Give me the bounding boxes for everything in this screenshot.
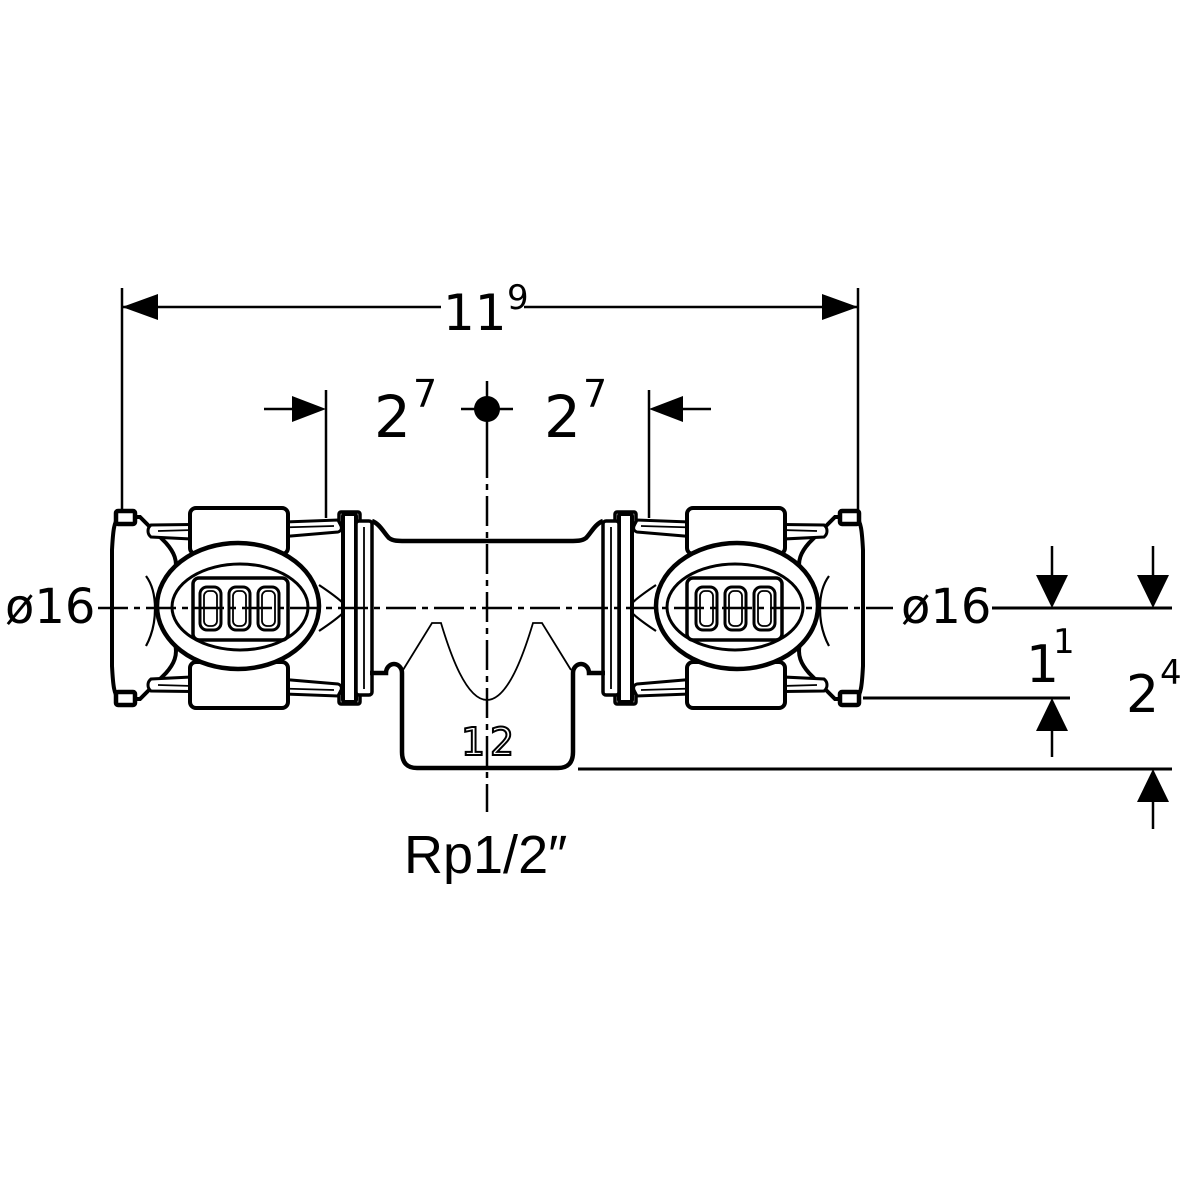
arrowhead-down-2 (1137, 575, 1169, 608)
body-marking-digit-1: 1 (461, 720, 485, 764)
offset-right-value: 2 (544, 383, 581, 451)
offset-right-sup: 7 (583, 372, 607, 416)
overall-width-value: 11 (443, 284, 507, 342)
tee-body: 1 2 (370, 518, 605, 771)
diameter-right-label: ø16 (901, 579, 991, 635)
tee-body-top-edge (371, 518, 604, 544)
arrowhead-offset-left (292, 396, 326, 422)
arrowhead-down-1 (1036, 575, 1068, 608)
end-cap-tab-top (113, 508, 138, 527)
dimension-heights: 1 1 2 4 (578, 546, 1182, 829)
diameter-left-label: ø16 (5, 579, 95, 635)
end-cap-tab-bottom (113, 689, 138, 708)
arrowhead-left (122, 294, 158, 320)
neck-curve-right-bottom (318, 611, 345, 632)
arrowhead-up-1 (1036, 698, 1068, 731)
centerlines (98, 381, 893, 812)
overall-width-sup: 9 (507, 278, 529, 318)
body-marking-digit-2: 2 (490, 720, 514, 764)
neck-curve-right-top (318, 584, 345, 605)
dimension-offsets: 2 7 2 7 (264, 372, 711, 518)
axis-to-body-sup: 1 (1053, 622, 1075, 662)
arrowhead-offset-right (649, 396, 683, 422)
left-press-connector (110, 506, 374, 710)
axis-to-body-value: 1 (1026, 635, 1059, 695)
branch-thread-label: Rp1/2″ (404, 825, 567, 885)
offset-left-sup: 7 (413, 372, 437, 416)
offset-left-value: 2 (374, 383, 411, 451)
arrowhead-right (822, 294, 858, 320)
branch-outlet-outline (370, 661, 605, 771)
axis-to-branch-sup: 4 (1160, 653, 1182, 693)
dimension-overall-width: 11 9 (120, 278, 860, 513)
axis-to-branch-value: 2 (1126, 665, 1159, 725)
arrowhead-up-2 (1137, 769, 1169, 802)
